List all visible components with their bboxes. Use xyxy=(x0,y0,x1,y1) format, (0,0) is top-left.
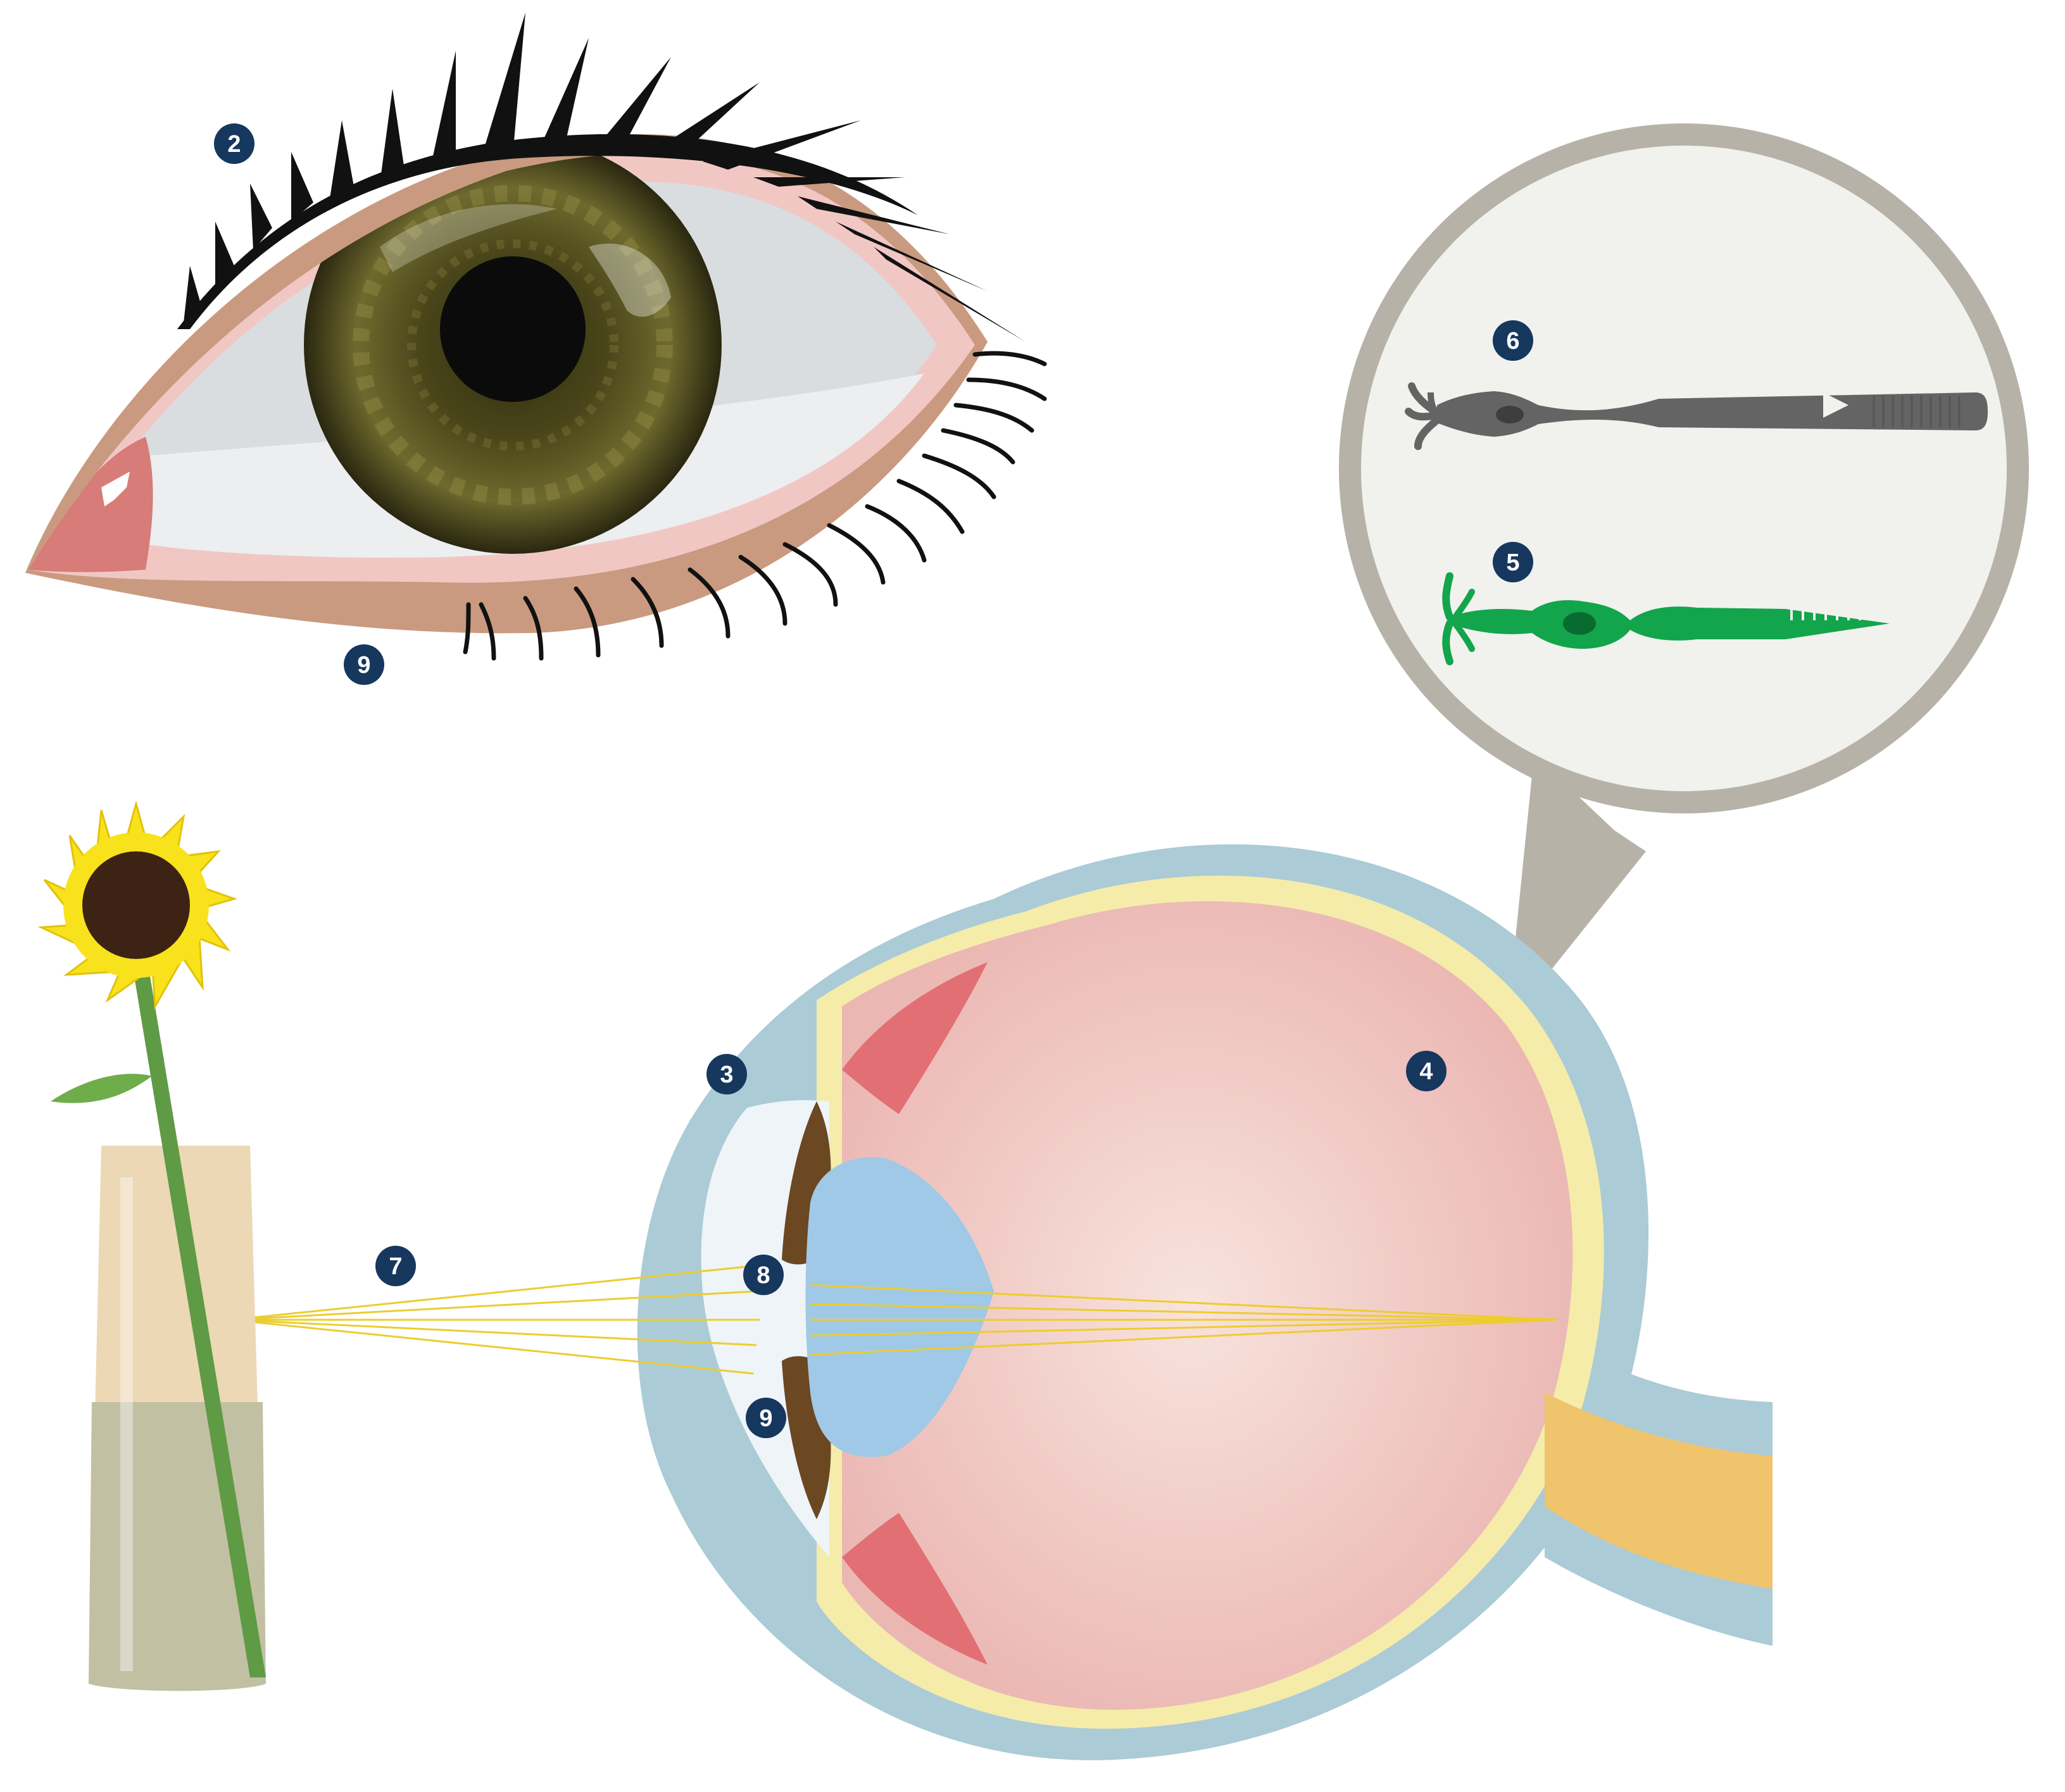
pupil xyxy=(440,256,586,402)
label-lower-lid: 9 xyxy=(357,652,370,679)
external-eye xyxy=(25,13,1045,658)
label-badge-cornea: 3 xyxy=(706,1054,747,1094)
sunflower-center-icon xyxy=(82,851,190,959)
label-badge-lower-lid: 9 xyxy=(344,644,384,685)
label-badge-rod-cell: 6 xyxy=(1493,320,1533,361)
label-iris: 9 xyxy=(759,1405,772,1432)
label-cone-cell: 5 xyxy=(1506,549,1519,576)
label-eyelid: 2 xyxy=(227,131,241,158)
label-badge-cone-cell: 5 xyxy=(1493,542,1533,582)
vase-highlight xyxy=(120,1177,133,1671)
label-badge-light: 7 xyxy=(375,1246,416,1286)
label-badge-pupil: 8 xyxy=(743,1255,784,1295)
label-badge-iris: 9 xyxy=(746,1398,786,1438)
label-rod-cell: 6 xyxy=(1506,328,1519,354)
label-badge-retina: 4 xyxy=(1406,1051,1447,1091)
label-retina: 4 xyxy=(1419,1058,1433,1085)
photoreceptor-callout xyxy=(1339,123,2029,1025)
leaf-icon xyxy=(51,1074,152,1103)
label-cornea: 3 xyxy=(720,1062,733,1088)
eyeball-cross-section xyxy=(231,844,1773,1760)
label-badge-eyelid: 2 xyxy=(214,123,254,164)
label-light: 7 xyxy=(389,1253,402,1280)
sunflower-in-vase xyxy=(41,804,266,1691)
callout-interior xyxy=(1361,146,2007,791)
label-pupil: 8 xyxy=(756,1262,770,1289)
